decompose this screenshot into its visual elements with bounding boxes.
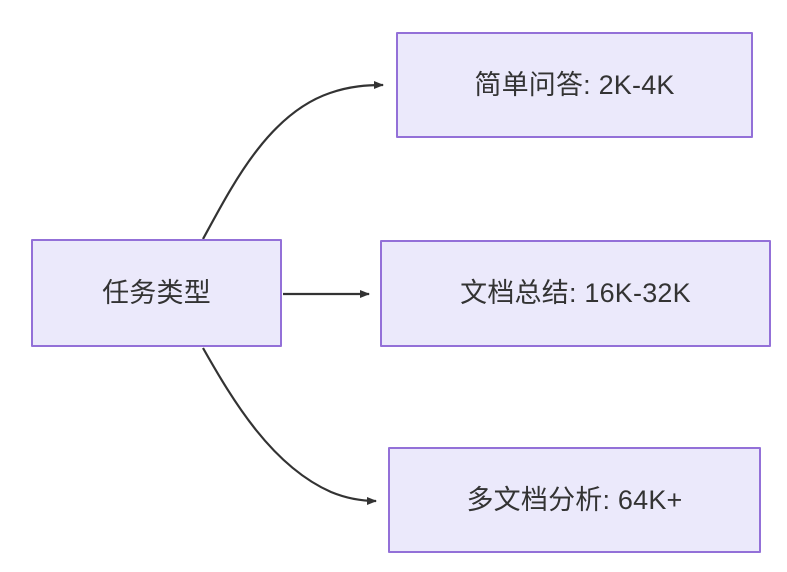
node-task-type-label: 任务类型 — [102, 277, 211, 308]
node-task-type[interactable]: 任务类型 — [31, 239, 282, 347]
edge-task-type-to-simple-qa — [202, 81, 384, 240]
node-doc-summary[interactable]: 文档总结: 16K-32K — [380, 240, 771, 347]
edge-task-type-to-multi-doc — [202, 347, 377, 505]
node-simple-qa[interactable]: 简单问答: 2K-4K — [396, 32, 753, 138]
node-multi-doc[interactable]: 多文档分析: 64K+ — [388, 447, 761, 553]
node-doc-summary-label: 文档总结: 16K-32K — [460, 278, 691, 309]
node-multi-doc-label: 多文档分析: 64K+ — [466, 484, 683, 515]
node-simple-qa-label: 简单问答: 2K-4K — [474, 69, 675, 100]
